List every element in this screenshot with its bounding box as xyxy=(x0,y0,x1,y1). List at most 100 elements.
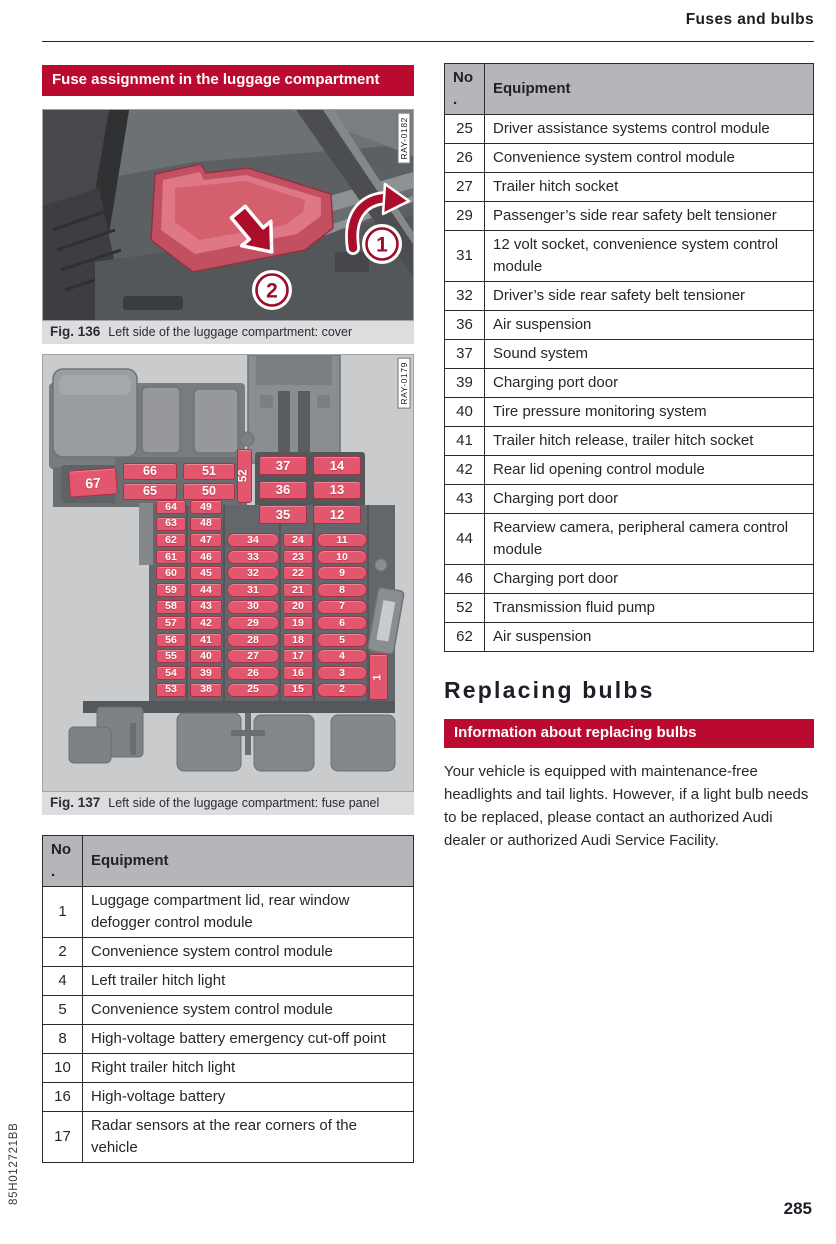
fuse-50: 50 xyxy=(183,483,235,500)
fuse-60: 60 xyxy=(156,566,186,581)
equipment-cell: Passenger’s side rear safety belt tensio… xyxy=(484,201,814,231)
section-banner: Fuse assignment in the luggage compartme… xyxy=(42,65,414,96)
equipment-cell: Rearview camera, peripheral camera contr… xyxy=(484,513,814,565)
fuse-number-cell: 42 xyxy=(444,455,485,485)
fuse-54: 54 xyxy=(156,666,186,680)
figure-137-caption: Fig. 137 Left side of the luggage compar… xyxy=(42,792,414,815)
section-heading: Replacing bulbs xyxy=(444,677,655,703)
fuse-36: 36 xyxy=(259,480,307,499)
fuse-26: 26 xyxy=(227,666,279,680)
equipment-cell: Transmission fluid pump xyxy=(484,593,814,623)
column-header-no: No. xyxy=(444,63,485,115)
fuse-39: 39 xyxy=(190,666,222,680)
fuse-30: 30 xyxy=(227,599,279,614)
fuse-28: 28 xyxy=(227,632,279,647)
fuse-49: 49 xyxy=(190,500,222,514)
equipment-cell: High-voltage battery emergency cut-off p… xyxy=(82,1024,414,1054)
figure-label: Fig. 137 xyxy=(50,795,101,810)
fuse-number-cell: 2 xyxy=(42,937,83,967)
equipment-cell: Trailer hitch release, trailer hitch soc… xyxy=(484,426,814,456)
figure-136-photo: 1 2 RAY-0182 xyxy=(42,109,414,321)
fuse-7: 7 xyxy=(317,599,367,614)
trunk-photo-illustration: 1 2 xyxy=(43,110,413,320)
fuse-number-cell: 32 xyxy=(444,281,485,311)
fuse-9: 9 xyxy=(317,566,367,581)
fuse-37: 37 xyxy=(259,456,307,475)
fuse-number-cell: 17 xyxy=(42,1111,83,1163)
fuse-58: 58 xyxy=(156,599,186,614)
fuse-63: 63 xyxy=(156,516,186,531)
fuse-number-cell: 8 xyxy=(42,1024,83,1054)
fuse-55: 55 xyxy=(156,649,186,664)
fuse-number-cell: 46 xyxy=(444,564,485,594)
fuse-number-cell: 1 xyxy=(42,886,83,938)
fuse-56: 56 xyxy=(156,632,186,647)
fuse-47: 47 xyxy=(190,533,222,548)
fuse-number-cell: 41 xyxy=(444,426,485,456)
fuse-number-cell: 37 xyxy=(444,339,485,369)
equipment-cell: Right trailer hitch light xyxy=(82,1053,414,1083)
column-header-no: No. xyxy=(42,835,83,887)
fuse-61: 61 xyxy=(156,549,186,564)
fuse-number-cell: 5 xyxy=(42,995,83,1025)
equipment-cell: High-voltage battery xyxy=(82,1082,414,1112)
callout-2: 2 xyxy=(252,270,292,310)
fuse-number-cell: 10 xyxy=(42,1053,83,1083)
fuse-35: 35 xyxy=(259,505,307,524)
figure-136-caption: Fig. 136 Left side of the luggage compar… xyxy=(42,321,414,344)
image-ref-tag: RAY-0179 xyxy=(397,358,410,409)
fuse-12: 12 xyxy=(313,505,361,524)
fuse-15: 15 xyxy=(283,682,313,697)
fuse-number-cell: 26 xyxy=(444,143,485,173)
fuse-number-cell: 29 xyxy=(444,201,485,231)
fuse-23: 23 xyxy=(283,549,313,564)
equipment-cell: Tire pressure monitoring system xyxy=(484,397,814,427)
fuse-25: 25 xyxy=(227,682,279,697)
fuse-13: 13 xyxy=(313,480,361,499)
equipment-cell: Sound system xyxy=(484,339,814,369)
fuse-66: 66 xyxy=(123,463,177,480)
fuse-19: 19 xyxy=(283,616,313,631)
fuse-46: 46 xyxy=(190,549,222,564)
fuse-number-cell: 16 xyxy=(42,1082,83,1112)
fuse-number-cell: 62 xyxy=(444,622,485,652)
fuse-number-cell: 27 xyxy=(444,172,485,202)
svg-text:2: 2 xyxy=(266,280,278,303)
equipment-cell: Rear lid opening control module xyxy=(484,455,814,485)
fuse-27: 27 xyxy=(227,649,279,664)
fuse-number-cell: 25 xyxy=(444,114,485,144)
caption-text: Left side of the luggage compartment: fu… xyxy=(108,796,380,810)
column-header-equipment: Equipment xyxy=(484,63,814,115)
fuse-number-cell: 52 xyxy=(444,593,485,623)
fuse-number-cell: 31 xyxy=(444,230,485,282)
fuse-number-cell: 36 xyxy=(444,310,485,340)
fuse-43: 43 xyxy=(190,599,222,614)
equipment-cell: Convenience system control module xyxy=(82,937,414,967)
fuse-4: 4 xyxy=(317,649,367,664)
table-header-row: No. Equipment xyxy=(42,835,414,887)
svg-text:1: 1 xyxy=(376,234,388,257)
fuse-14: 14 xyxy=(313,456,361,475)
document-code: 85H012721BB xyxy=(8,1122,20,1205)
image-ref-tag: RAY-0182 xyxy=(397,113,410,164)
header-rule xyxy=(42,41,814,42)
table-header-row: No. Equipment xyxy=(444,63,814,115)
equipment-cell: Charging port door xyxy=(484,368,814,398)
column-header-equipment: Equipment xyxy=(82,835,414,887)
